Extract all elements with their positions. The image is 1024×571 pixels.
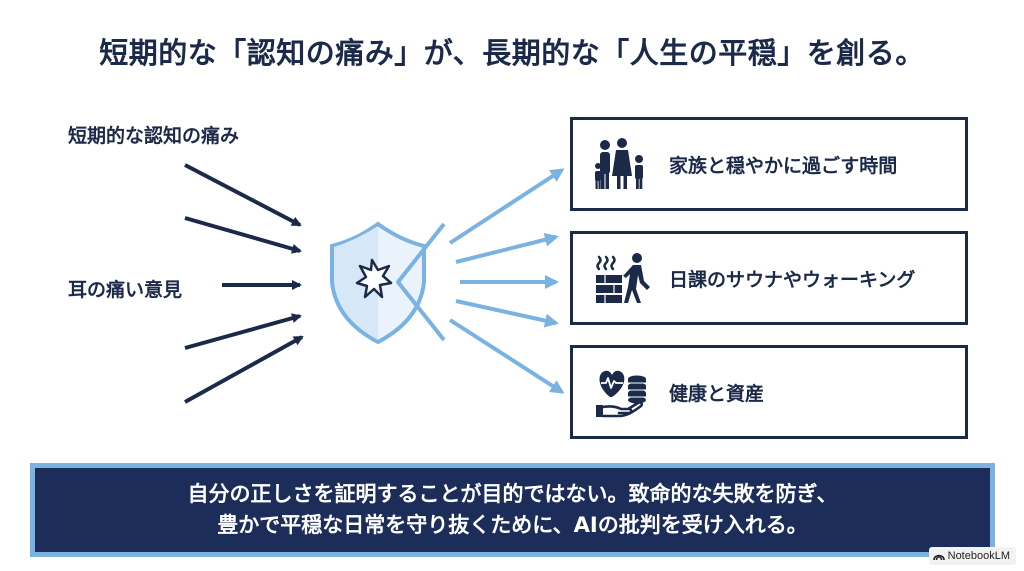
page-title: 短期的な「認知の痛み」が、長期的な「人生の平穏」を創る。 xyxy=(99,36,925,70)
incoming-arrow-4 xyxy=(184,313,302,350)
conclusion-banner: 自分の正しさを証明することが目的ではない。致命的な失敗を防ぎ、 豊かで平穏な日常… xyxy=(30,463,995,557)
notebooklm-logo-icon xyxy=(932,554,945,561)
incoming-arrow-5 xyxy=(184,335,304,404)
outcome-health-box: 健康と資産 xyxy=(570,345,968,439)
conclusion-line-2: 豊かで平穏な日常を守り抜くために、AIの批判を受け入れる。 xyxy=(217,513,808,537)
outgoing-arrow-1 xyxy=(448,168,565,245)
outcome-family-box: 家族と穏やかに過ごす時間 xyxy=(570,117,968,211)
outcome-family-label: 家族と穏やかに過ごす時間 xyxy=(669,154,898,177)
outgoing-arrow-2 xyxy=(455,232,559,264)
conclusion-line-1: 自分の正しさを証明することが目的ではない。致命的な失敗を防ぎ、 xyxy=(187,482,838,506)
outcome-routine-box: 日課のサウナやウォーキング xyxy=(570,231,968,325)
short-term-pain-label: 短期的な認知の痛み xyxy=(68,125,240,147)
outgoing-arrow-4 xyxy=(455,299,559,328)
health-money-icon xyxy=(596,370,646,418)
notebooklm-badge: NotebookLM xyxy=(928,547,1016,565)
outcome-health-label: 健康と資産 xyxy=(669,382,765,405)
family-icon xyxy=(595,138,643,189)
incoming-arrow-2 xyxy=(184,216,302,254)
outcome-routine-label: 日課のサウナやウォーキング xyxy=(669,268,916,291)
harsh-feedback-label: 耳の痛い意見 xyxy=(68,279,183,301)
incoming-arrow-1 xyxy=(184,163,302,227)
notebooklm-label: NotebookLM xyxy=(947,550,1010,562)
shield-icon xyxy=(330,221,446,345)
outgoing-arrow-5 xyxy=(448,318,565,394)
sauna-walking-icon xyxy=(596,253,650,303)
